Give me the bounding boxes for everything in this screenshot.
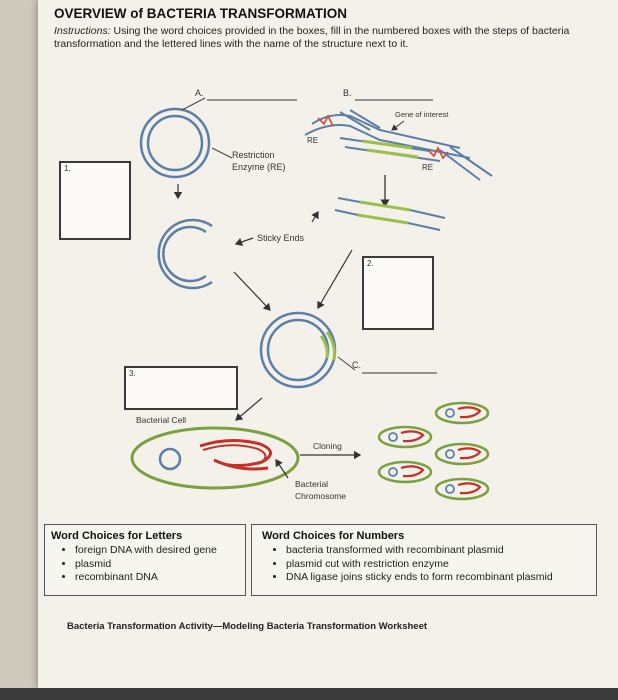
box-1-label: 1. [64,164,71,173]
answer-box-2[interactable]: 2. [362,256,434,330]
word-choices-numbers: Word Choices for Numbers bacteria transf… [251,524,597,596]
arrow-plasmid-to-recombinant [233,271,271,311]
worksheet-title: OVERVIEW of BACTERIA TRANSFORMATION [54,6,347,21]
instructions-lead: Instructions: [54,25,111,37]
label-b: B. [343,88,352,98]
arrow-fragment-to-recombinant [317,249,353,310]
cut-dna-fragments [334,197,446,231]
label-enzyme: Enzyme (RE) [232,162,286,172]
letter-choice-item: plasmid [75,558,239,572]
answer-box-1[interactable]: 1. [59,161,131,240]
box-2-label: 2. [367,259,374,268]
label-cloning: Cloning [313,441,342,451]
instructions-text: Using the word choices provided in the b… [54,25,570,50]
arrow-gene-of-interest [391,120,405,131]
label-re-right: RE [422,163,433,172]
label-bacterial: Bacterial [295,479,328,489]
number-choice-item: bacteria transformed with recombinant pl… [286,544,590,558]
label-chromosome: Chromosome [295,491,346,501]
cut-plasmid [157,218,213,290]
label-a: A. [195,88,204,98]
foreign-dna [304,109,493,181]
word-choices-numbers-heading: Word Choices for Numbers [262,530,405,542]
recombinant-plasmid [259,311,337,389]
word-choices-letters-heading: Word Choices for Letters [51,530,183,542]
desk-edge [0,688,618,700]
label-c: C. [352,360,361,370]
plasmid-circle [139,107,211,179]
answer-box-3[interactable]: 3. [124,366,238,410]
leader-line-c [337,356,356,371]
label-re-top: RE [307,136,318,145]
word-choices-letters: Word Choices for Letters foreign DNA wit… [44,524,246,596]
leader-line-a [181,97,206,111]
arrow-up-small [311,210,319,223]
label-bacteria-cell: Bacterial Cell [136,415,186,425]
number-choice-item: plasmid cut with restriction enzyme [286,558,590,572]
arrow-sticky-ends [234,237,254,246]
letter-choice-item: foreign DNA with desired gene [75,544,239,558]
worksheet-footer: Bacteria Transformation Activity—Modelin… [67,621,428,632]
instructions: Instructions: Using the word choices pro… [54,25,609,51]
arrow-to-bacterium [235,397,263,421]
label-restriction: Restriction [232,150,275,160]
letter-choice-item: recombinant DNA [75,571,239,585]
box-3-label: 3. [129,369,136,378]
label-gene-of-interest: Gene of interest [395,110,449,119]
arrow-chromosome [275,459,289,479]
bacterial-cell [130,426,300,490]
label-sticky-ends: Sticky Ends [257,233,305,243]
cloned-bacteria [377,401,490,501]
leader-line-re [211,147,233,159]
number-choice-item: DNA ligase joins sticky ends to form rec… [286,571,590,585]
